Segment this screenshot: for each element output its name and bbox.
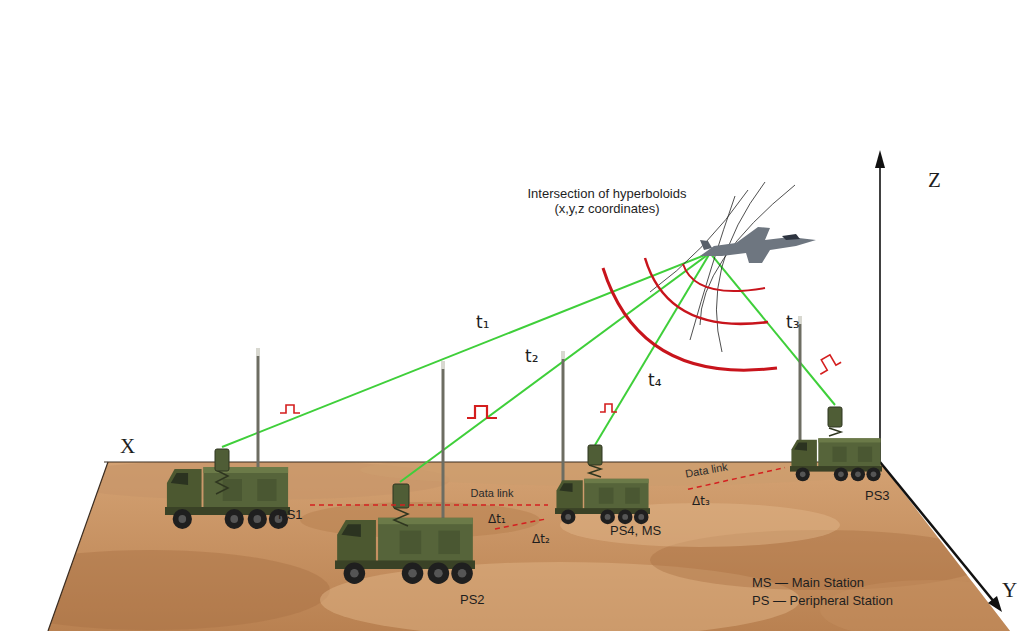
station-label: PS1 [278,507,303,522]
axis-label: X [120,434,135,459]
key-text: PS — Peripheral Station [752,593,893,608]
data-link-line [310,504,548,506]
delta-time-label: Δt₁ [488,512,506,526]
aircraft [700,227,816,263]
wavefront-arcs [603,258,777,370]
station-node: PS4, MS [548,455,688,555]
telescopic-masts [258,320,800,560]
station-truck [165,467,290,529]
mast-tips [256,316,802,369]
z-axis-line [879,162,881,462]
pulse-symbols [280,352,841,418]
time-label: t₁ [476,312,489,332]
station-node: PS3 [785,400,897,510]
y-axis-line [880,462,995,603]
delta-time-label: Δt₃ [692,494,710,508]
axis-label: Y [1002,578,1017,603]
y-axis-arrowhead [988,596,1002,612]
data-link-label: Data link [471,487,514,499]
data-link-connector [310,505,548,506]
station-node: PS1 [160,455,310,555]
scissor-lifts [216,428,841,526]
axis-label: Z [928,168,941,193]
time-label: t₄ [648,370,661,390]
station-label: PS2 [460,592,485,607]
station-label: PS4, MS [610,523,661,538]
ground-edge [48,462,108,631]
intersection-caption: Intersection of hyperboloids (x,y,z coor… [512,186,702,216]
antenna-drums [215,407,842,508]
hyperboloid-curves [650,182,795,352]
station-truck [790,438,882,481]
signal-lines [222,253,835,482]
station-truck [335,518,475,584]
time-label: t₃ [786,312,799,332]
time-label: t₂ [525,346,538,366]
delta-time-label: Δt₂ [532,532,550,546]
station-truck [555,479,650,524]
z-axis-arrowhead [875,150,885,168]
data-link-label: Data link [684,461,728,480]
station-node: PS2 [330,480,495,610]
station-label: PS3 [865,488,890,503]
key-text: MS — Main Station [752,575,864,590]
